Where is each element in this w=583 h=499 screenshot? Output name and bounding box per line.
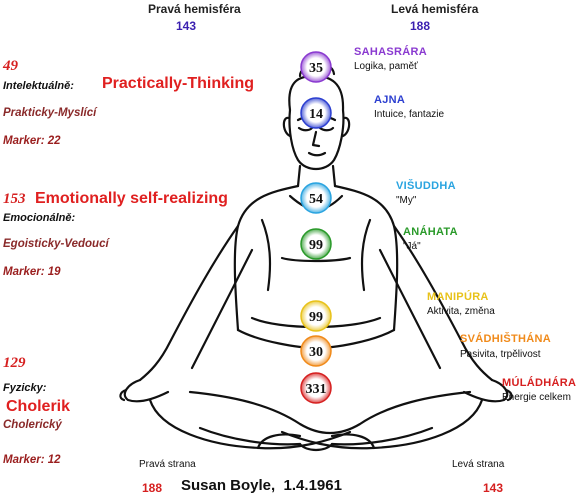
chakra-name-ajna: AJNA <box>374 94 406 106</box>
chakra-value-sahasrara: 35 <box>309 61 323 76</box>
chakra-desc-muladhara: Energie celkem <box>502 392 571 403</box>
chakra-ball-visuddha <box>300 182 332 214</box>
intellectual-label: Intelektuálně: <box>3 80 74 92</box>
chakra-value-anahata: 99 <box>309 238 323 253</box>
chakra-desc-anahata: "Já" <box>403 241 421 252</box>
left-hemisphere-label: Levá hemisféra <box>391 2 479 16</box>
physical-marker: Marker: 12 <box>3 454 61 466</box>
emotional-english: Emotionally self-realizing <box>35 190 228 207</box>
intellectual-number: 49 <box>3 58 18 74</box>
right-hemisphere-value: 143 <box>176 19 197 33</box>
chakra-desc-svadhisthana: Pasivita, trpělivost <box>460 349 541 360</box>
emotional-marker: Marker: 19 <box>3 266 61 278</box>
person-name: Susan Boyle <box>181 477 272 494</box>
physical-czech: Cholerický <box>3 419 62 431</box>
emotional-czech: Egoisticky-Vedoucí <box>3 238 109 250</box>
intellectual-czech: Prakticky-Myslící <box>3 107 97 119</box>
chakra-name-manipura: MANIPÚRA <box>427 291 489 303</box>
chakra-name-visuddha: VIŠUDDHA <box>396 180 456 192</box>
chakra-value-manipura: 99 <box>309 310 323 325</box>
left-side-label: Levá strana <box>452 459 505 470</box>
intellectual-marker: Marker: 22 <box>3 135 61 147</box>
birth-date: 1.4.1961 <box>283 477 342 494</box>
chakra-ball-muladhara <box>300 372 332 404</box>
physical-english: Cholerik <box>6 398 71 415</box>
chakra-value-muladhara: 331 <box>306 382 327 397</box>
physical-number: 129 <box>3 355 26 371</box>
chakra-name-svadhisthana: SVÁDHIŠTHÁNA <box>460 333 551 345</box>
chakra-ball-ajna <box>300 97 332 129</box>
chakra-desc-ajna: Intuice, fantazie <box>374 109 445 120</box>
left-side-value: 143 <box>483 481 504 495</box>
chakra-value-ajna: 14 <box>309 107 323 122</box>
chakra-value-svadhisthana: 30 <box>309 345 323 360</box>
chakra-name-anahata: ANÁHATA <box>403 226 458 238</box>
chakra-ball-sahasrara <box>300 51 332 83</box>
left-hemisphere-value: 188 <box>410 19 431 33</box>
chakra-ball-anahata <box>300 228 332 260</box>
right-side-label: Pravá strana <box>139 459 196 470</box>
chakra-value-visuddha: 54 <box>309 192 323 207</box>
chakra-desc-visuddha: "My" <box>396 195 417 206</box>
chakra-ball-manipura <box>300 300 332 332</box>
chakra-ball-svadhisthana <box>300 335 332 367</box>
emotional-label: Emocionálně: <box>3 212 76 224</box>
physical-label: Fyzicky: <box>3 382 47 394</box>
right-side-value: 188 <box>142 481 163 495</box>
chakra-desc-manipura: Aktivita, změna <box>427 306 495 317</box>
intellectual-english: Practically-Thinking <box>102 75 255 92</box>
chakra-name-sahasrara: SAHASRÁRA <box>354 46 427 58</box>
right-hemisphere-label: Pravá hemisféra <box>148 2 241 16</box>
chakra-desc-sahasrara: Logika, paměť <box>354 61 418 72</box>
person-name-date: Susan Boyle, 1.4.1961 <box>181 477 342 494</box>
chakra-name-muladhara: MÚLÁDHÁRA <box>502 377 577 389</box>
emotional-number: 153 <box>3 191 26 207</box>
